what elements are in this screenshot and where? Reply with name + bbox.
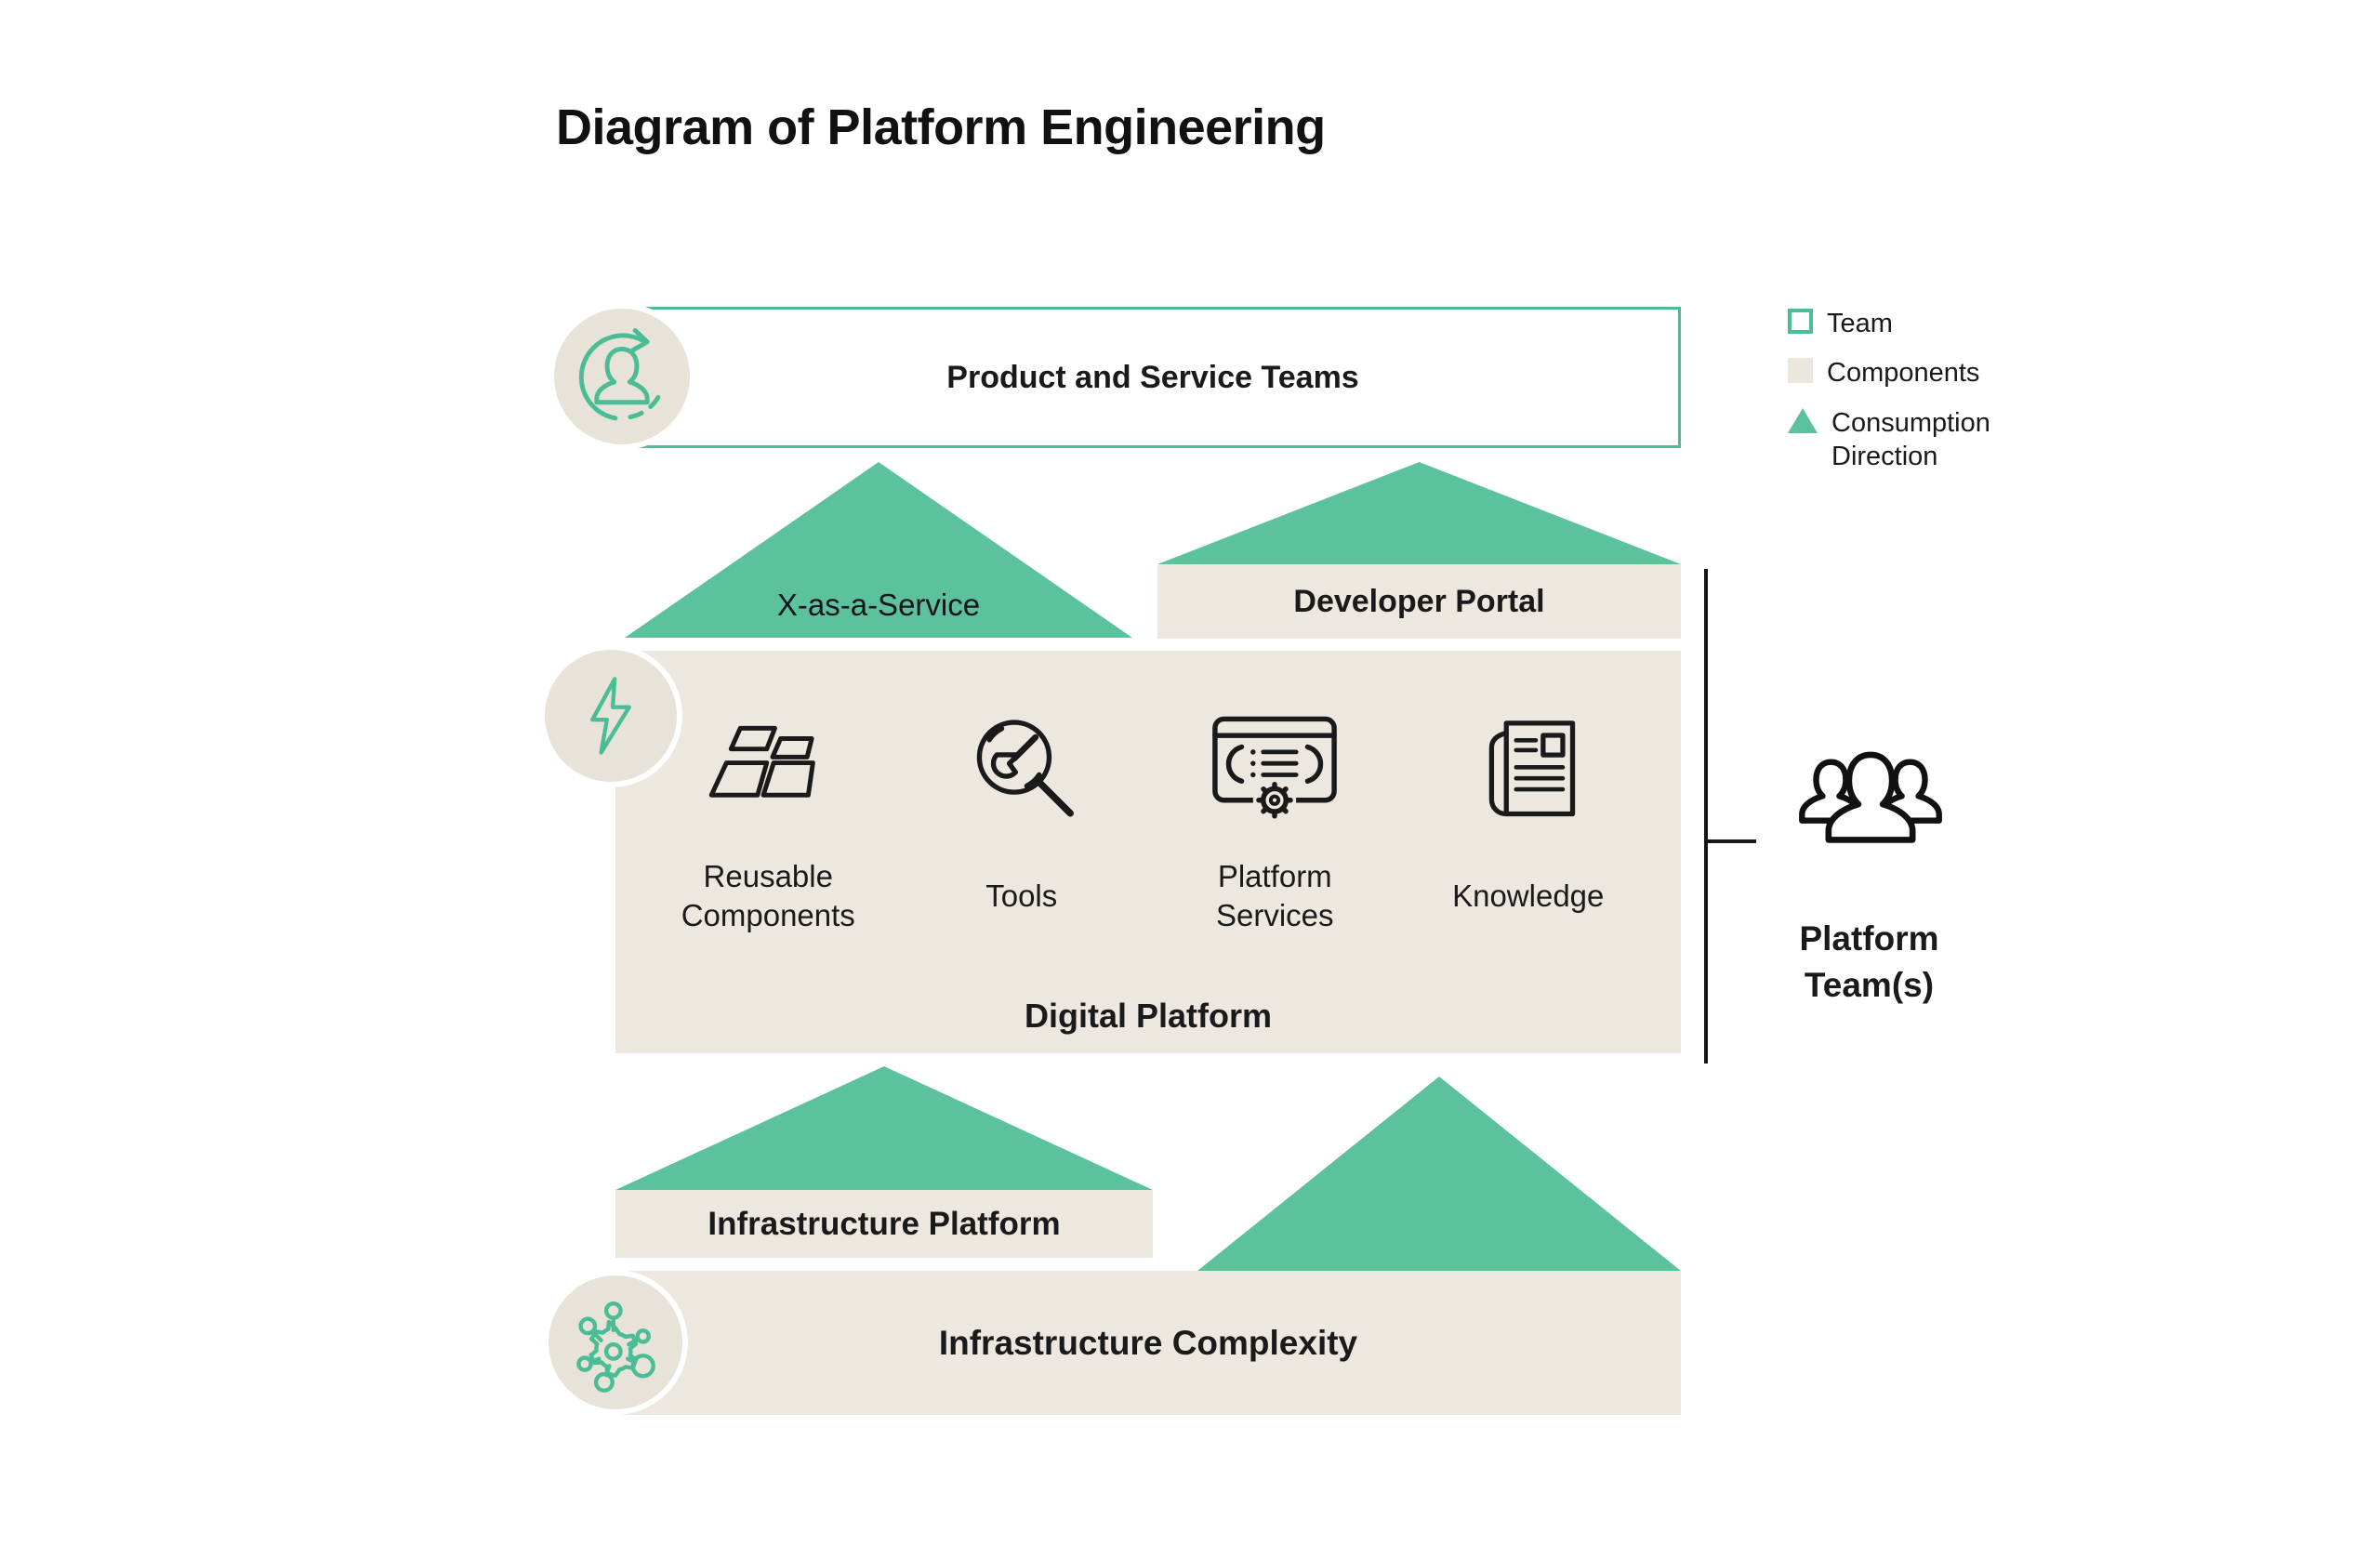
user-cycle-icon: [578, 327, 661, 421]
network-icon: [576, 1301, 655, 1393]
lightning-icon: [590, 677, 631, 755]
infrastructure-platform-label: Infrastructure Platform: [707, 1205, 1061, 1242]
components-filled-square-icon: [1788, 358, 1813, 384]
developer-portal-box: Developer Portal: [1157, 564, 1681, 639]
legend-item-components: Components: [1788, 356, 2030, 390]
developer-portal-triangle: [1157, 462, 1681, 564]
infrastructure-consumption-triangle: [1197, 1077, 1681, 1271]
people-group-icon: [1765, 736, 1977, 876]
digital-platform-components: Reusable Components Tools: [641, 695, 1655, 948]
component-tools: Tools: [895, 695, 1149, 948]
legend-components-label: Components: [1827, 358, 1980, 389]
legend-item-consumption-direction: Consumption Direction: [1788, 406, 2030, 474]
component-knowledge: Knowledge: [1402, 695, 1656, 948]
network-badge: [543, 1270, 688, 1415]
product-service-teams-label: Product and Service Teams: [946, 359, 1359, 395]
platform-team-bracket-tick: [1704, 839, 1756, 843]
consumption-triangle-icon: [1788, 407, 1818, 433]
legend-team-label: Team: [1827, 309, 1893, 338]
reusable-components-label: Reusable Components: [681, 858, 855, 932]
legend-consumption-label: Consumption Direction: [1831, 407, 1990, 471]
legend-item-team: Team: [1788, 307, 2030, 340]
platform-services-icon: [1205, 695, 1344, 844]
digital-platform-box: [615, 651, 1681, 1053]
user-cycle-badge: [549, 303, 695, 450]
xaas-consumption-triangle: X-as-a-Service: [625, 462, 1132, 638]
platform-services-label: Platform Services: [1215, 858, 1334, 932]
xaas-label: X-as-a-Service: [776, 588, 981, 622]
page-title: Diagram of Platform Engineering: [556, 99, 1326, 155]
tools-label: Tools: [985, 878, 1058, 913]
digital-platform-label: Digital Platform: [1024, 997, 1273, 1035]
component-platform-services: Platform Services: [1148, 695, 1402, 948]
legend: Team Components Consumption Direction: [1788, 307, 2030, 473]
knowledge-icon: [1467, 695, 1590, 844]
knowledge-label: Knowledge: [1452, 878, 1605, 913]
infrastructure-complexity-bar: Infrastructure Complexity: [615, 1271, 1681, 1415]
platform-team-bracket-line: [1704, 569, 1708, 1064]
reusable-components-icon: [698, 695, 838, 844]
component-reusable-components: Reusable Components: [641, 695, 895, 948]
team-outline-square-icon: [1788, 309, 1813, 334]
platform-team-label: Platform Team(s): [1799, 919, 1939, 1004]
infrastructure-complexity-label: Infrastructure Complexity: [938, 1323, 1358, 1362]
product-service-teams-box: Product and Service Teams: [625, 307, 1681, 448]
infrastructure-platform-box: Infrastructure Platform: [615, 1190, 1153, 1258]
lightning-badge: [539, 644, 682, 787]
tools-icon: [959, 695, 1084, 844]
infrastructure-platform-triangle: [615, 1066, 1153, 1190]
developer-portal-label: Developer Portal: [1293, 583, 1545, 619]
